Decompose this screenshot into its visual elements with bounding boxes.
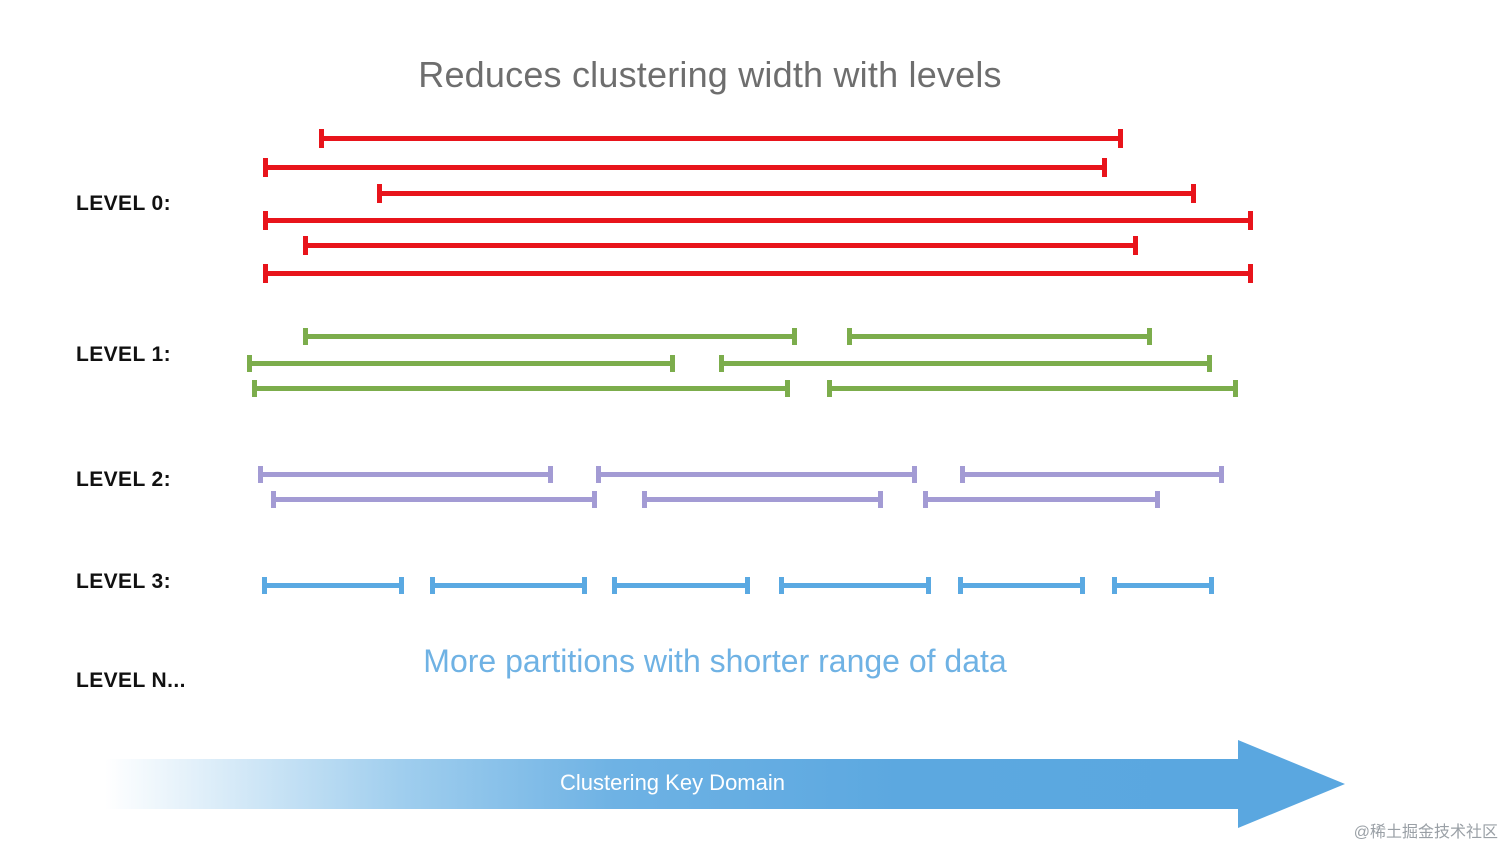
interval-bar-level-0-4: [303, 236, 1138, 255]
interval-bar-level-3-0: [262, 577, 404, 594]
interval-bar-level-3-2: [612, 577, 750, 594]
interval-bar-level-3-3: [779, 577, 931, 594]
interval-bar-level-1-4: [252, 380, 790, 397]
interval-bar-level-0-5: [263, 264, 1253, 283]
caption-text: More partitions with shorter range of da…: [423, 643, 1007, 679]
level-label-3: LEVEL 3:: [76, 570, 172, 593]
level-label-1: LEVEL 1:: [76, 343, 172, 366]
interval-bar-level-3-5: [1112, 577, 1214, 594]
watermark: @稀土掘金技术社区: [1353, 824, 1498, 841]
clustering-key-domain-arrow: Clustering Key Domain: [105, 740, 1345, 828]
interval-bar-level-1-2: [247, 355, 675, 372]
interval-bar-level-3-1: [430, 577, 587, 594]
interval-bar-level-0-1: [263, 158, 1107, 177]
interval-bar-level-2-2: [960, 466, 1224, 483]
axis-label: Clustering Key Domain: [560, 770, 785, 795]
interval-bar-level-1-3: [719, 355, 1212, 372]
interval-bar-level-1-1: [847, 328, 1152, 345]
interval-bar-level-0-0: [319, 129, 1123, 148]
interval-bar-level-2-3: [271, 491, 597, 508]
interval-bar-level-1-0: [303, 328, 797, 345]
page-title: Reduces clustering width with levels: [418, 54, 1002, 95]
interval-bar-level-3-4: [958, 577, 1085, 594]
interval-bar-level-1-5: [827, 380, 1238, 397]
interval-bar-level-2-0: [258, 466, 553, 483]
interval-bar-level-0-3: [263, 211, 1253, 230]
level-label-2: LEVEL 2:: [76, 468, 172, 491]
level-label-0: LEVEL 0:: [76, 192, 172, 215]
interval-bar-level-2-5: [923, 491, 1160, 508]
interval-bar-level-2-4: [642, 491, 883, 508]
arrow-body: [105, 759, 1240, 809]
interval-bar-level-0-2: [377, 184, 1196, 203]
arrow-head-icon: [1238, 740, 1345, 828]
level-label-4: LEVEL N...: [76, 669, 186, 692]
interval-bar-level-2-1: [596, 466, 917, 483]
